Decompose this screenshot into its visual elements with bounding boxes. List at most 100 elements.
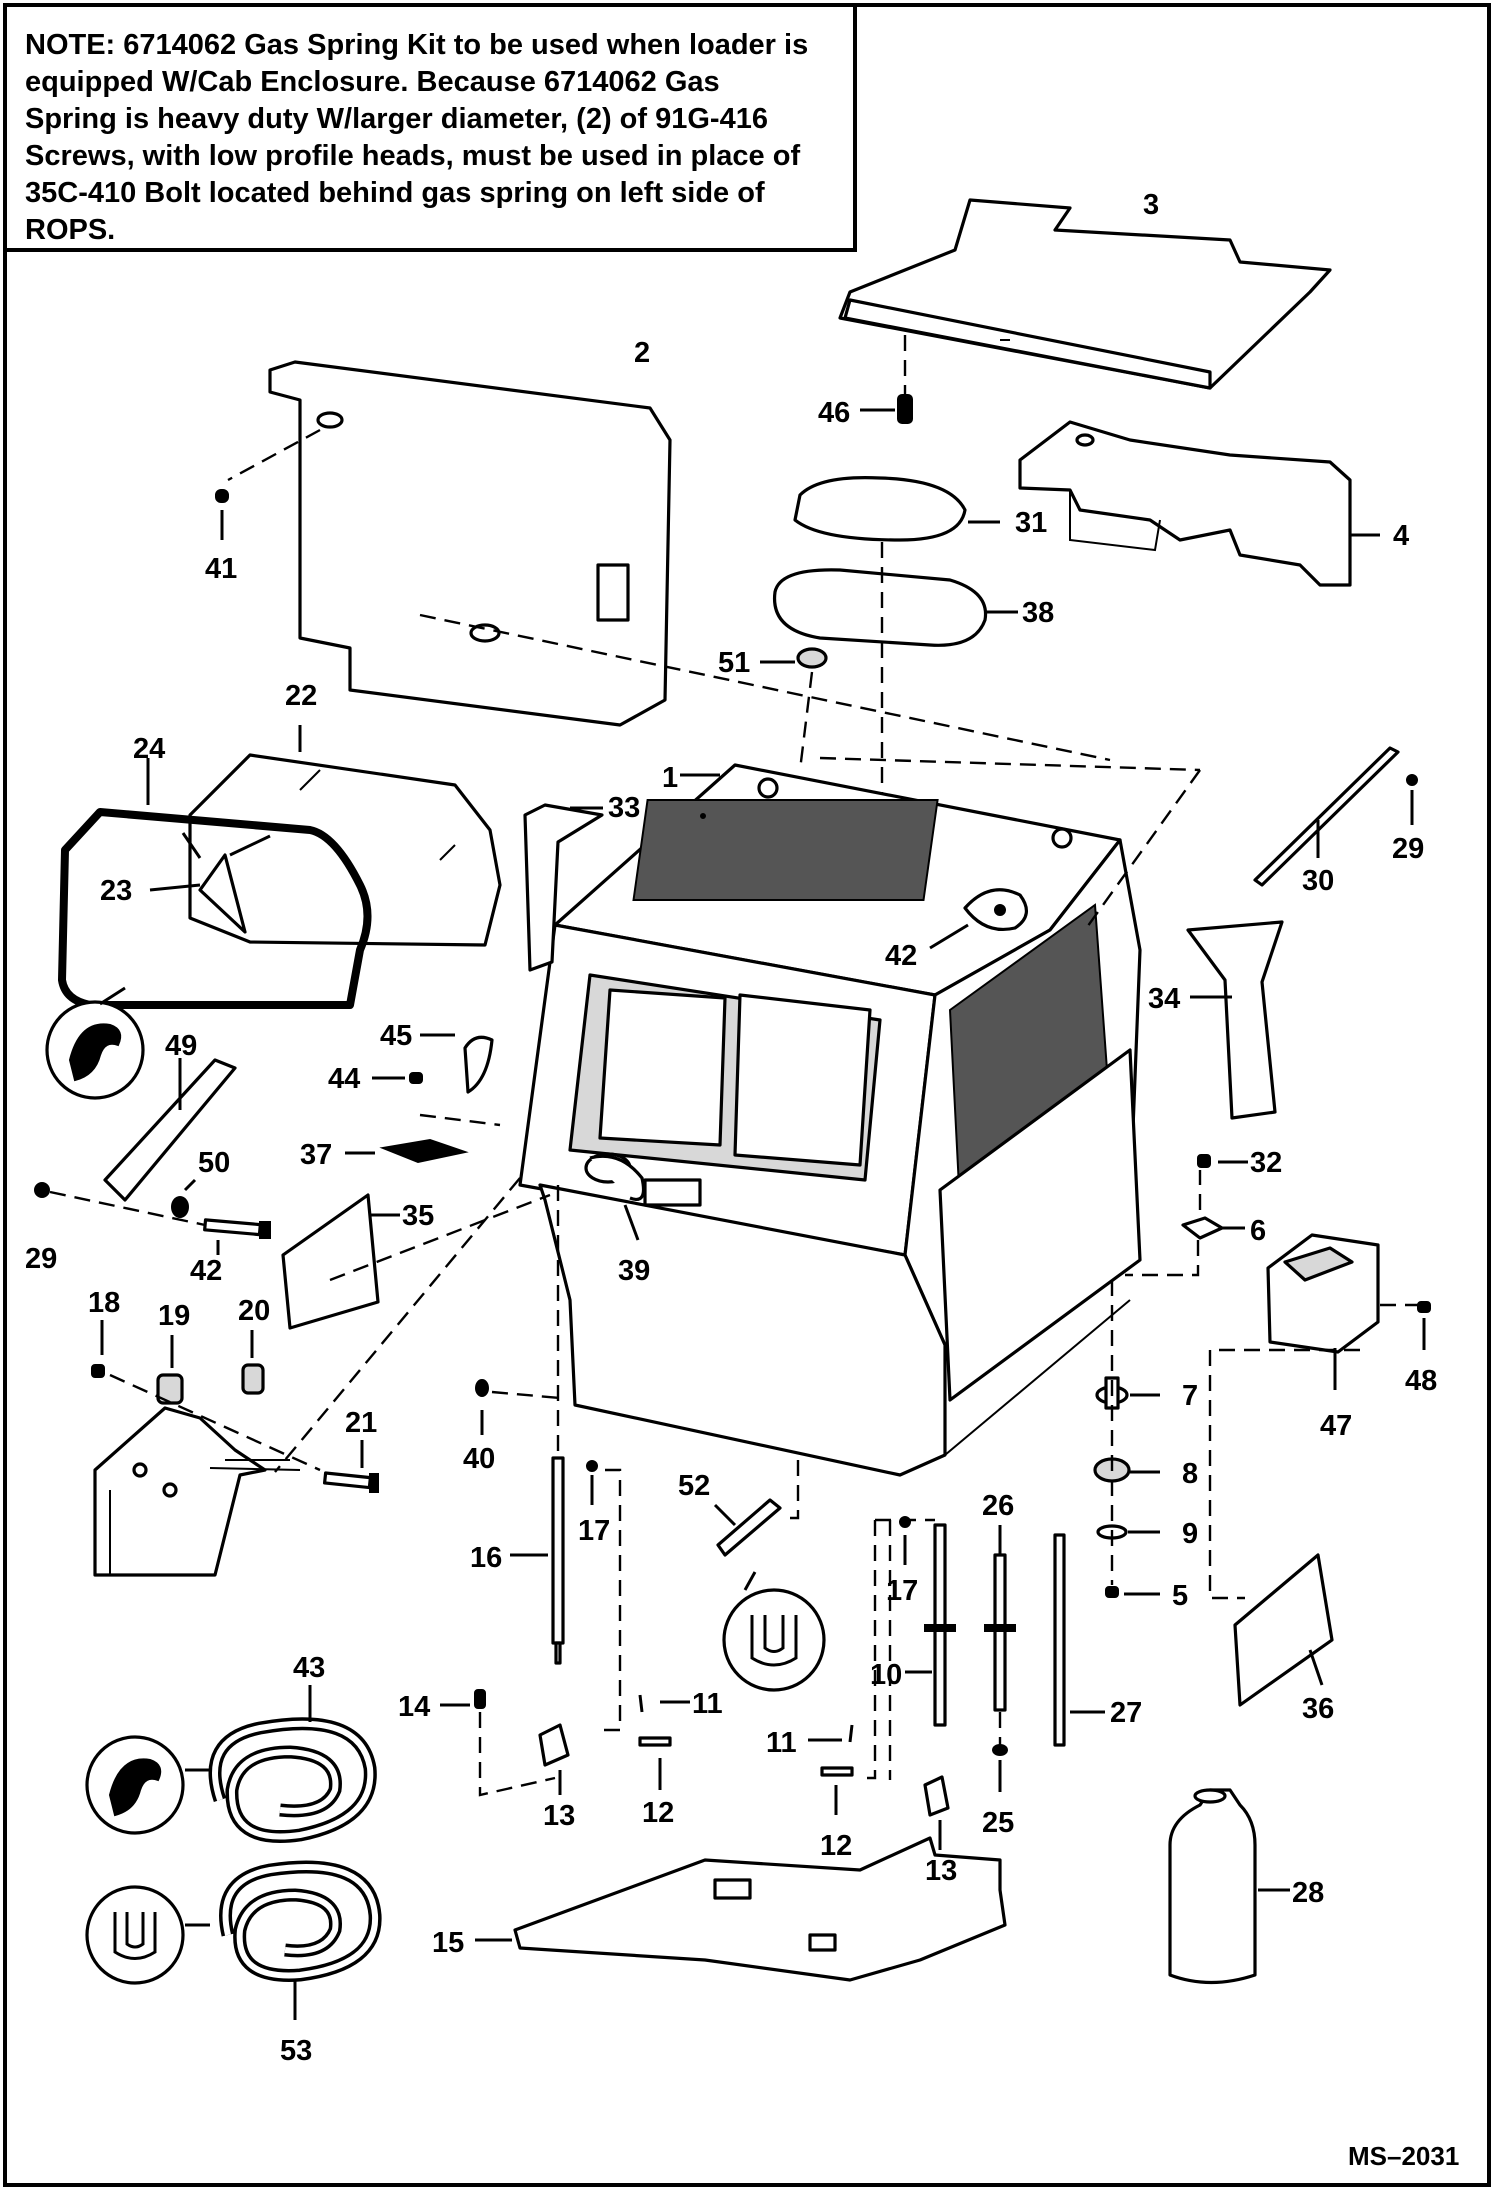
callout-3: 3 bbox=[1143, 189, 1159, 221]
callout-31: 31 bbox=[1015, 507, 1047, 539]
part-29-pin-right bbox=[1406, 774, 1418, 825]
note-line-3: Spring is heavy duty W/larger diameter, … bbox=[25, 103, 768, 135]
callout-13-left: 13 bbox=[543, 1800, 575, 1832]
note-box: NOTE: 6714062 Gas Spring Kit to be used … bbox=[7, 7, 857, 252]
part-28-spray-can bbox=[1168, 1788, 1290, 1985]
callout-14: 14 bbox=[398, 1691, 430, 1723]
callout-17-left: 17 bbox=[578, 1515, 610, 1547]
part-47-box bbox=[1266, 1233, 1380, 1390]
callout-10: 10 bbox=[870, 1659, 902, 1691]
part-18-nut bbox=[91, 1320, 105, 1378]
bobcat-logo-icon-2 bbox=[85, 1735, 185, 1835]
part-12-pin-left bbox=[638, 1736, 672, 1790]
part-9-washer bbox=[1096, 1524, 1160, 1540]
note-line-4: Screws, with low profile heads, must be … bbox=[25, 140, 801, 172]
part-14-screw bbox=[440, 1689, 556, 1797]
callout-4: 4 bbox=[1393, 520, 1409, 552]
part-13-bracket-left bbox=[538, 1723, 570, 1795]
part-27-rod bbox=[1053, 1533, 1105, 1747]
part-15-floor-plate bbox=[475, 1836, 1007, 1982]
callout-42-lower: 42 bbox=[190, 1255, 222, 1287]
callout-21: 21 bbox=[345, 1407, 377, 1439]
callout-11-right: 11 bbox=[766, 1727, 797, 1759]
callout-13-right: 13 bbox=[925, 1855, 957, 1887]
part-38-seal bbox=[772, 568, 1018, 647]
part-2-rear-panel bbox=[227, 360, 672, 727]
diagram-border bbox=[3, 3, 1491, 2187]
part-35-panel bbox=[281, 1193, 551, 1330]
callout-43: 43 bbox=[293, 1652, 325, 1684]
part-36-panel bbox=[1208, 1348, 1360, 1707]
part-40-screw bbox=[475, 1379, 561, 1435]
callout-29-right: 29 bbox=[1392, 833, 1424, 865]
callout-32: 32 bbox=[1250, 1147, 1282, 1179]
dash-bracket-link bbox=[274, 1177, 521, 1473]
callout-36: 36 bbox=[1302, 1693, 1334, 1725]
part-30-strip bbox=[1253, 746, 1400, 887]
callout-50: 50 bbox=[198, 1147, 230, 1179]
part-21-bolt bbox=[109, 1373, 379, 1493]
part-11-pin-right bbox=[808, 1724, 854, 1743]
callout-7: 7 bbox=[1182, 1380, 1198, 1412]
callout-23: 23 bbox=[100, 875, 132, 907]
callout-51: 51 bbox=[718, 647, 750, 679]
callout-16: 16 bbox=[470, 1542, 502, 1574]
callout-40: 40 bbox=[463, 1443, 495, 1475]
part-51-grommet bbox=[760, 647, 828, 771]
callout-labels: 1 2 3 4 5 6 7 8 9 10 11 11 12 12 13 13 1… bbox=[25, 189, 1459, 2171]
part-frame-section bbox=[93, 1406, 301, 1577]
callout-44: 44 bbox=[328, 1063, 360, 1095]
part-26-gas-spring bbox=[984, 1525, 1016, 1712]
callout-48: 48 bbox=[1405, 1365, 1437, 1397]
callout-45: 45 bbox=[380, 1020, 412, 1052]
callout-28: 28 bbox=[1292, 1877, 1324, 1909]
callout-15: 15 bbox=[432, 1927, 464, 1959]
bobcat-logo-icon-1 bbox=[45, 986, 145, 1100]
callout-2: 2 bbox=[634, 337, 650, 369]
dash-roof-side bbox=[1084, 769, 1201, 931]
callout-49: 49 bbox=[165, 1030, 197, 1062]
callout-35: 35 bbox=[402, 1200, 434, 1232]
part-41-screw bbox=[215, 489, 229, 540]
part-23-clip bbox=[149, 832, 271, 934]
urethane-u-icon-1 bbox=[722, 1571, 826, 1692]
part-44-screw bbox=[372, 1072, 423, 1084]
callout-37: 37 bbox=[300, 1139, 332, 1171]
callout-22: 22 bbox=[285, 680, 317, 712]
callout-9: 9 bbox=[1182, 1518, 1198, 1550]
callout-53: 53 bbox=[280, 2035, 312, 2067]
callout-27: 27 bbox=[1110, 1697, 1142, 1729]
part-39-handle bbox=[589, 1154, 646, 1241]
part-10-gas-spring bbox=[905, 1523, 956, 1727]
callout-30: 30 bbox=[1302, 865, 1334, 897]
part-52-strip bbox=[713, 1455, 800, 1557]
part-49-bar bbox=[103, 1058, 237, 1202]
part-12-pin-right bbox=[820, 1766, 854, 1815]
part-3-top-cover bbox=[838, 198, 1332, 390]
callout-8: 8 bbox=[1182, 1458, 1198, 1490]
callout-18: 18 bbox=[88, 1287, 120, 1319]
part-13-bracket-right bbox=[923, 1775, 950, 1850]
callout-41: 41 bbox=[205, 553, 237, 585]
part-33-trim bbox=[523, 803, 604, 972]
callout-19: 19 bbox=[158, 1300, 190, 1332]
urethane-u-icon-2 bbox=[85, 1885, 185, 1985]
part-45-latch bbox=[420, 1033, 494, 1094]
note-text: NOTE: 6714062 Gas Spring Kit to be used … bbox=[25, 27, 855, 249]
part-7-mount bbox=[1095, 1376, 1160, 1410]
callout-46: 46 bbox=[818, 397, 850, 429]
callout-52: 52 bbox=[678, 1470, 710, 1502]
note-line-1: NOTE: 6714062 Gas Spring Kit to be used … bbox=[25, 29, 809, 61]
callout-24: 24 bbox=[133, 733, 165, 765]
diagram-reference-code: MS–2031 bbox=[1348, 2141, 1459, 2171]
part-31-gasket bbox=[793, 476, 1000, 542]
part-11-pin-left bbox=[638, 1694, 690, 1713]
callout-39: 39 bbox=[618, 1255, 650, 1287]
callout-1: 1 bbox=[662, 762, 678, 794]
part-20-bushing bbox=[241, 1330, 265, 1395]
part-17-screw-left bbox=[586, 1460, 622, 1732]
part-22-window bbox=[188, 725, 502, 947]
note-line-2: equipped W/Cab Enclosure. Because 671406… bbox=[25, 66, 720, 98]
part-16-gas-spring bbox=[510, 1456, 565, 1665]
part-17-screw-right bbox=[860, 1516, 935, 1780]
